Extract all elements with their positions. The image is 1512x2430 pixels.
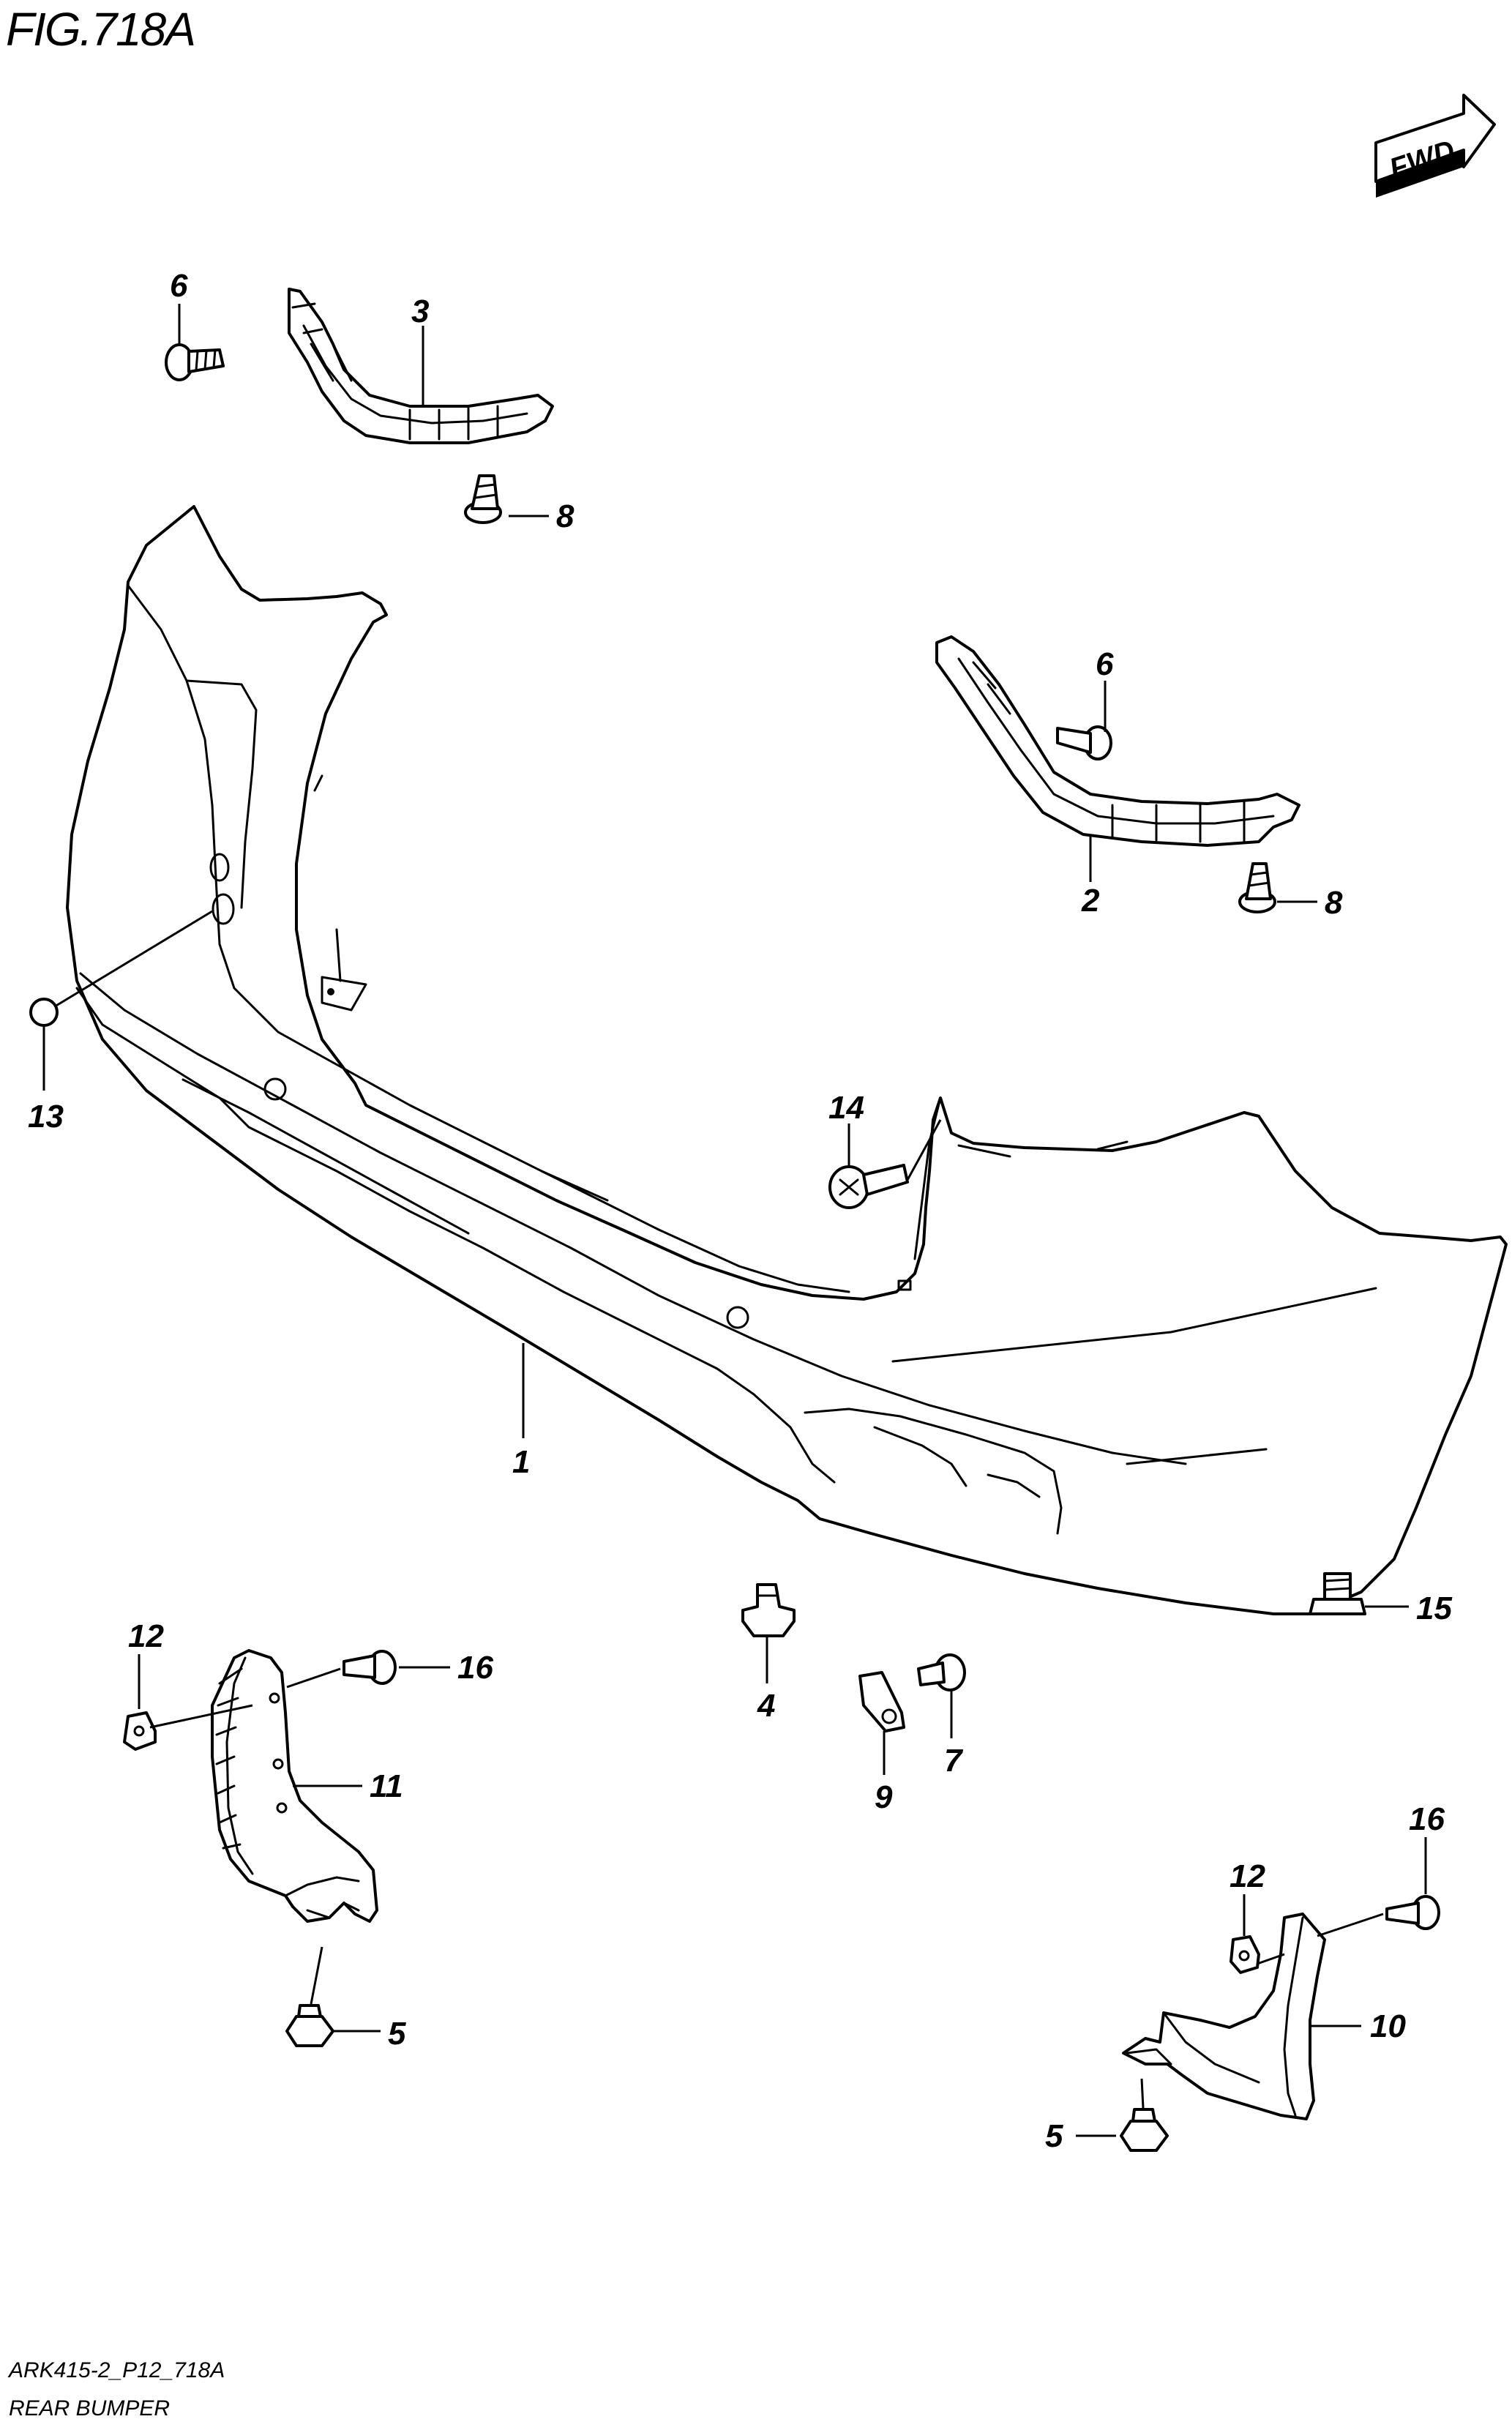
callout-5-right: 5 bbox=[1045, 2118, 1063, 2154]
screw-7-icon bbox=[917, 1653, 966, 1691]
fwd-arrow-icon: FWD bbox=[1374, 94, 1496, 198]
bracket-right bbox=[935, 635, 1300, 847]
callout-1: 1 bbox=[512, 1444, 530, 1480]
nut-clip-9-icon bbox=[858, 1671, 905, 1732]
screw-8-upper-icon bbox=[464, 474, 502, 524]
callout-6-right: 6 bbox=[1096, 646, 1114, 682]
callout-4: 4 bbox=[757, 1688, 775, 1724]
callout-7: 7 bbox=[944, 1743, 964, 1779]
callout-11: 11 bbox=[370, 1768, 403, 1804]
clip-12-right-icon bbox=[1230, 1935, 1260, 1974]
screw-8-right-icon bbox=[1238, 862, 1276, 913]
callout-9: 9 bbox=[875, 1779, 893, 1815]
figure-code: ARK415-2_P12_718A bbox=[7, 2358, 225, 2382]
callout-13: 13 bbox=[28, 1099, 64, 1134]
callout-16-left: 16 bbox=[457, 1650, 493, 1686]
callout-8-right: 8 bbox=[1325, 885, 1343, 921]
callout-16-right: 16 bbox=[1409, 1801, 1445, 1837]
bracket-upper-left bbox=[288, 288, 554, 444]
callout-6-upper: 6 bbox=[170, 268, 188, 304]
callout-12-right: 12 bbox=[1230, 1858, 1265, 1894]
figure-title: FIG.718A bbox=[6, 3, 195, 56]
callout-2: 2 bbox=[1081, 883, 1100, 919]
callout-10: 10 bbox=[1370, 2008, 1406, 2044]
plug-13-icon bbox=[29, 998, 59, 1027]
rear-bumper-body bbox=[66, 505, 1508, 1615]
callout-15: 15 bbox=[1416, 1590, 1452, 1626]
bolt-15-icon bbox=[1309, 1572, 1366, 1615]
bolt-14-icon bbox=[828, 1164, 909, 1209]
clip-12-left-icon bbox=[123, 1711, 157, 1751]
callout-8-upper: 8 bbox=[556, 498, 575, 534]
callout-12-left: 12 bbox=[128, 1618, 164, 1654]
leader-lines bbox=[42, 304, 1427, 2137]
mud-guard-right bbox=[1122, 1913, 1326, 2120]
callout-5-left: 5 bbox=[388, 2016, 406, 2052]
callout-3: 3 bbox=[411, 294, 429, 329]
clip-4-icon bbox=[741, 1583, 796, 1637]
callout-14: 14 bbox=[828, 1090, 864, 1126]
nut-5-left-icon bbox=[285, 2004, 334, 2047]
screw-16-left-icon bbox=[343, 1650, 397, 1685]
figure-name: REAR BUMPER bbox=[9, 2396, 170, 2420]
screw-16-right-icon bbox=[1385, 1895, 1440, 1930]
nut-5-right-icon bbox=[1120, 2108, 1169, 2152]
screw-6-upper-icon bbox=[165, 343, 225, 381]
screw-6-right-icon bbox=[1056, 725, 1112, 760]
